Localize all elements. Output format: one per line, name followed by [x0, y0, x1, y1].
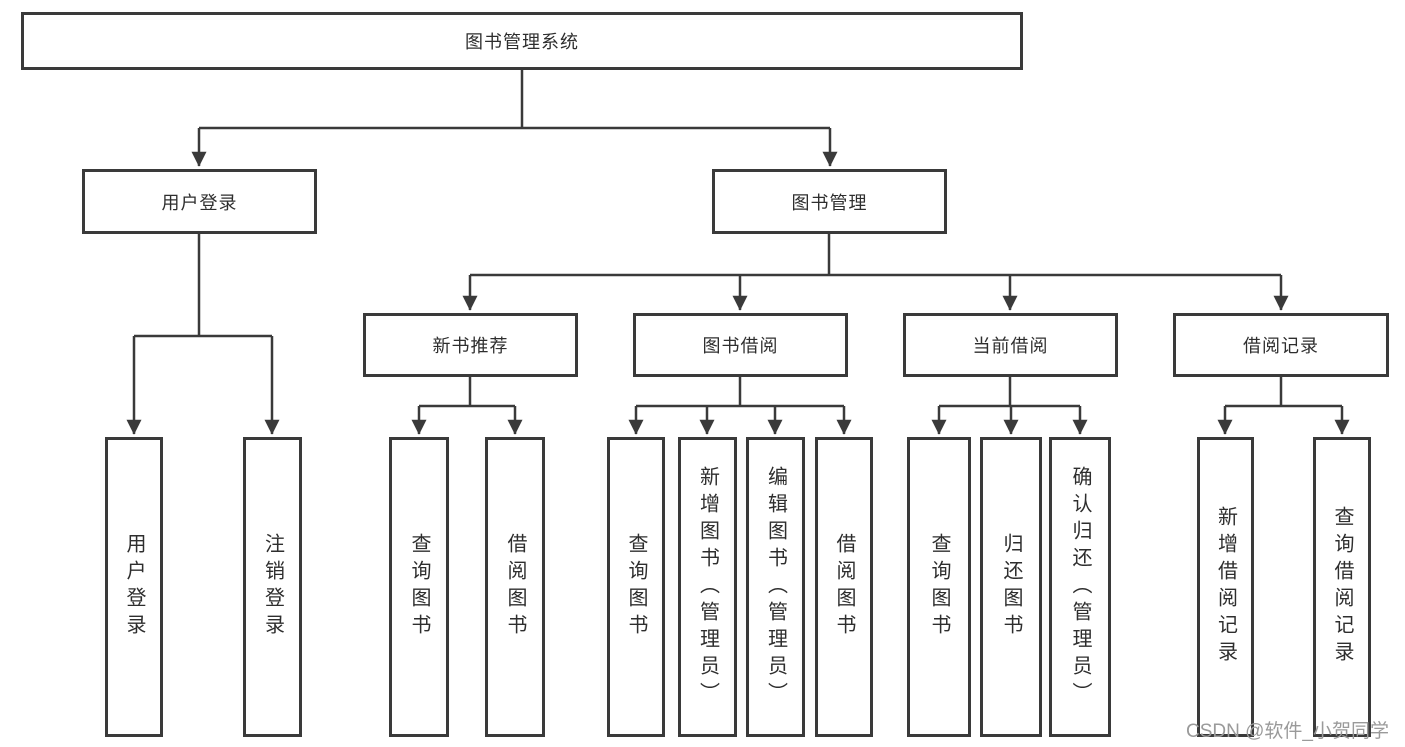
leaf-borrow-books: 借阅图书 [815, 437, 873, 737]
node-current-borrow: 当前借阅 [903, 313, 1118, 377]
leaf-borrow-query-books: 查询图书 [607, 437, 665, 737]
leaf-logout: 注销登录 [243, 437, 302, 737]
leaf-user-login: 用户登录 [105, 437, 163, 737]
leaf-return-book: 归还图书 [980, 437, 1042, 737]
leaf-recommend-borrow-books: 借阅图书 [485, 437, 545, 737]
leaf-add-borrow-record: 新增借阅记录 [1197, 437, 1254, 737]
node-borrow-records: 借阅记录 [1173, 313, 1389, 377]
node-book-management: 图书管理 [712, 169, 947, 234]
leaf-recommend-query-books: 查询图书 [389, 437, 449, 737]
leaf-edit-book-admin: 编辑图书（管理员） [746, 437, 805, 737]
node-new-book-recommend: 新书推荐 [363, 313, 578, 377]
leaf-query-borrow-record: 查询借阅记录 [1313, 437, 1371, 737]
leaf-confirm-return-admin: 确认归还（管理员） [1049, 437, 1111, 737]
watermark-text: CSDN @软件_小贺同学 [1186, 721, 1389, 742]
leaf-current-query-books: 查询图书 [907, 437, 971, 737]
node-library-system: 图书管理系统 [21, 12, 1023, 70]
node-user-login: 用户登录 [82, 169, 317, 234]
leaf-add-book-admin: 新增图书（管理员） [678, 437, 737, 737]
node-book-borrow: 图书借阅 [633, 313, 848, 377]
